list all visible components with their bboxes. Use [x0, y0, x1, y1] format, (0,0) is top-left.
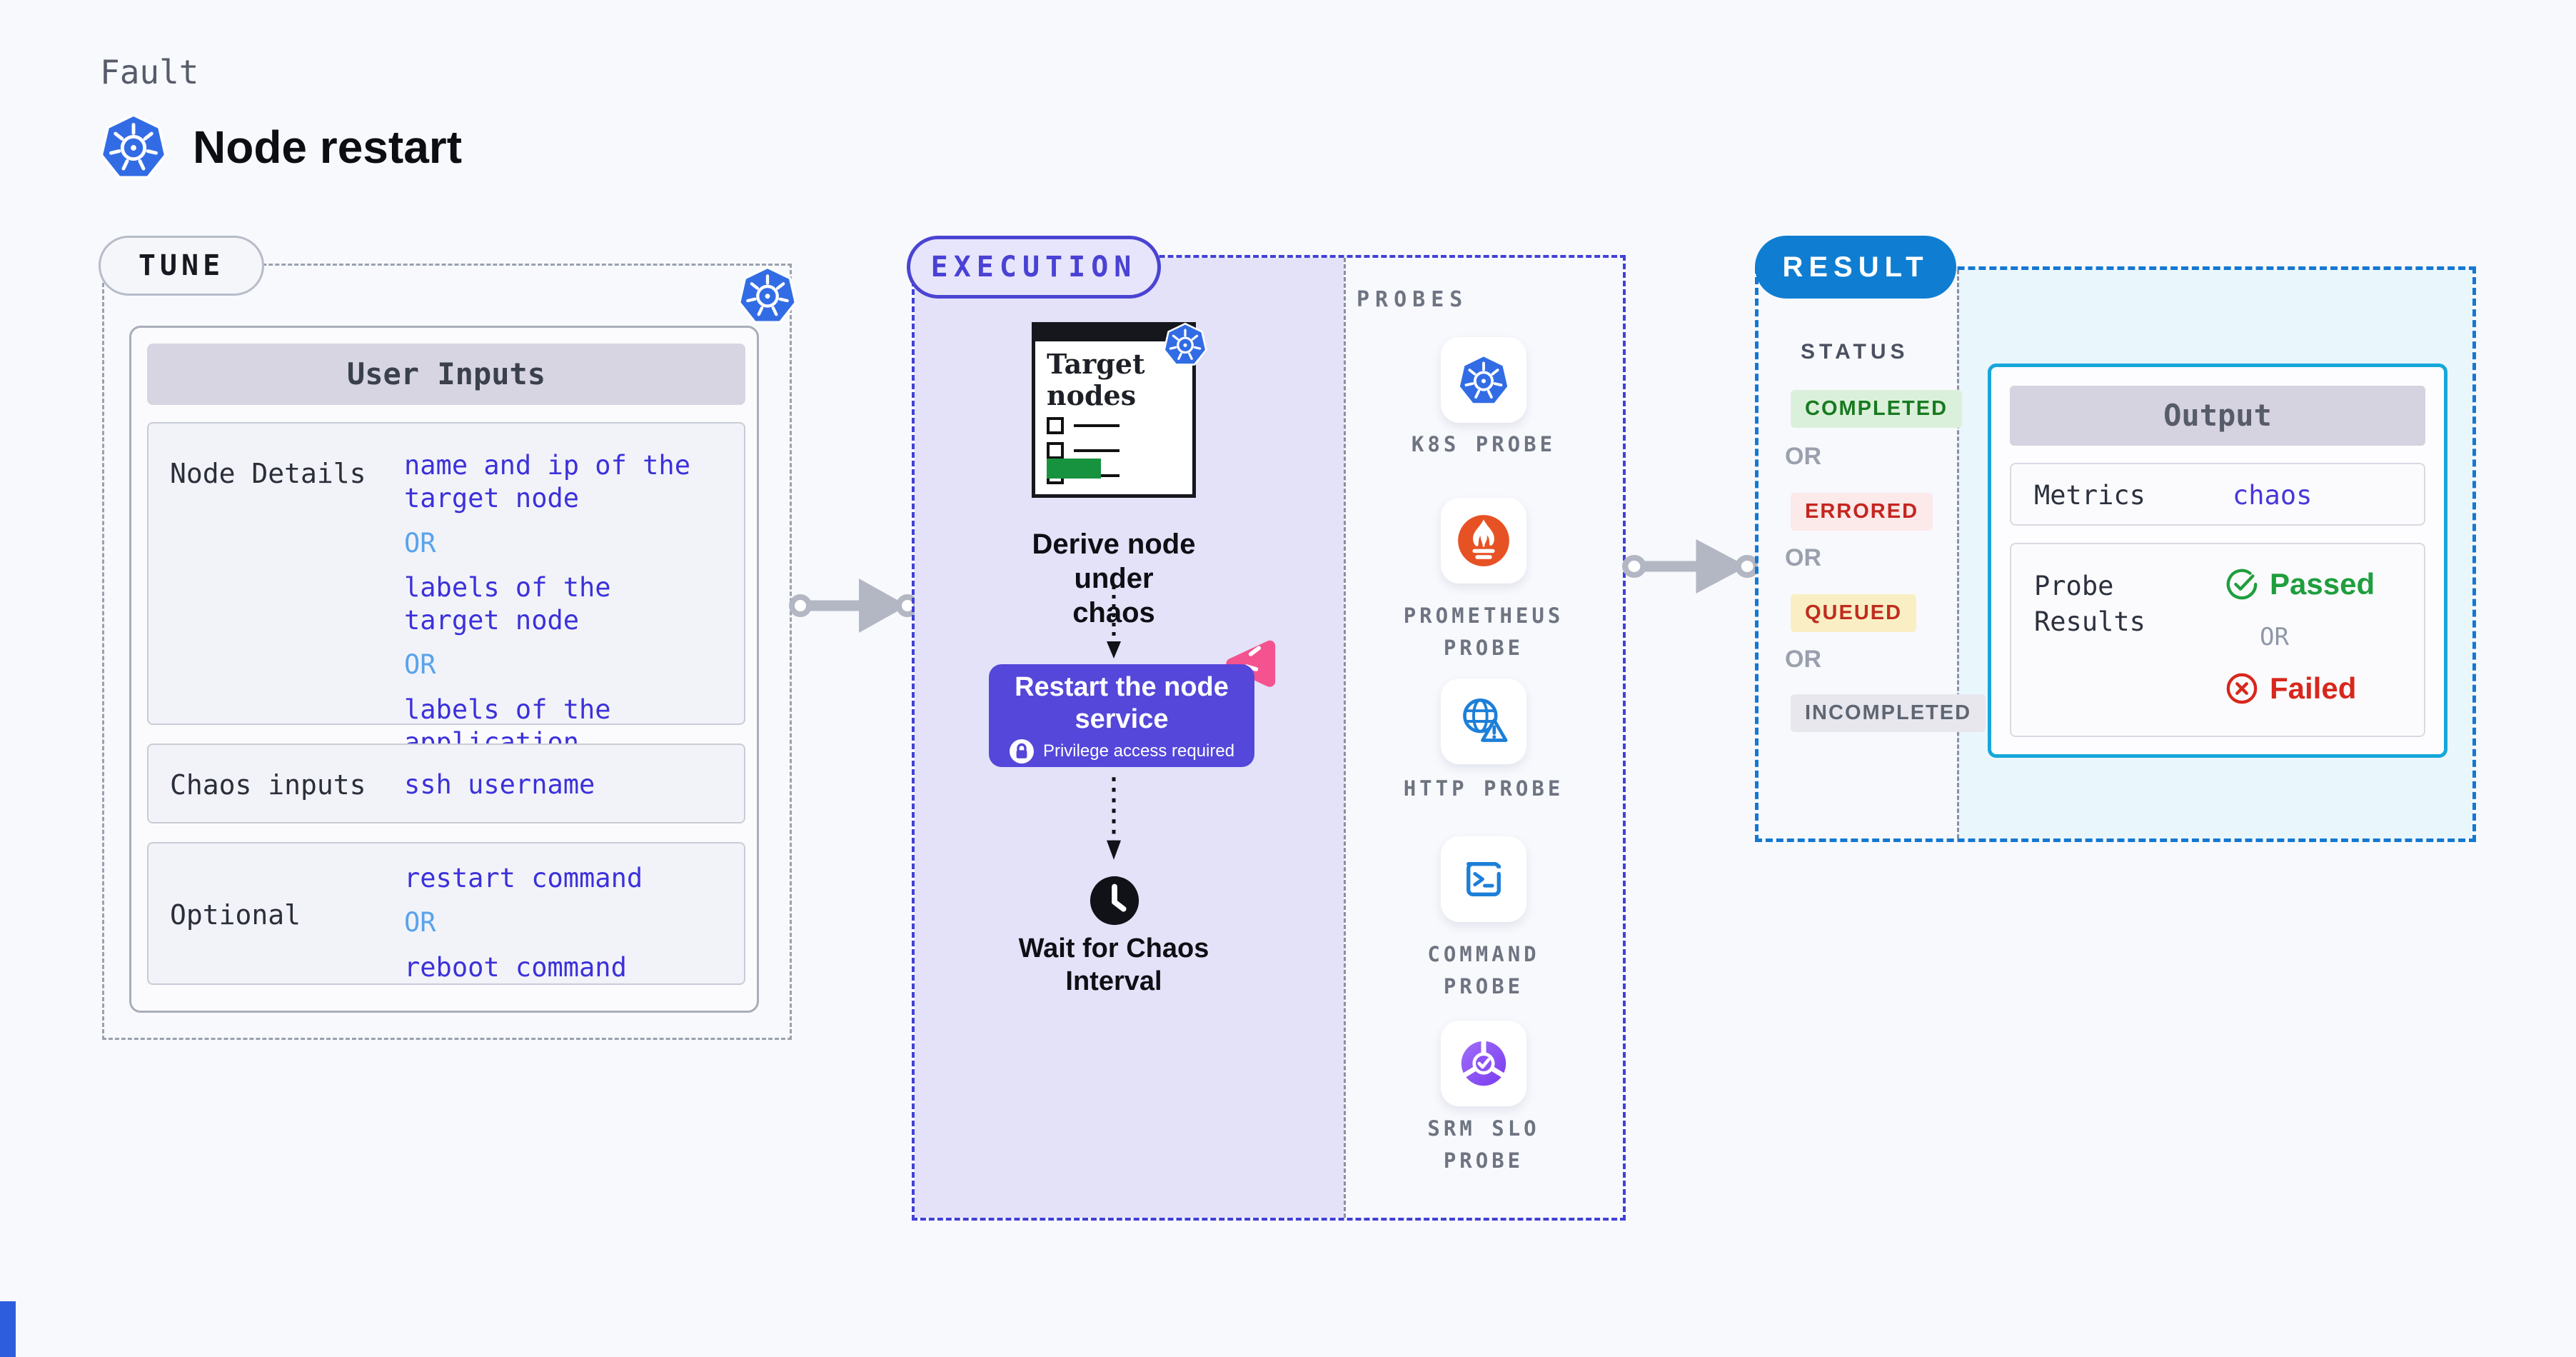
probe-results-label: Probe Results [2034, 571, 2145, 637]
restart-node-service-step: Restart the node service Privilege acces… [989, 664, 1254, 767]
output-card: Output Metrics chaos metrics Probe Resul… [1988, 364, 2447, 758]
result-badge: RESULT [1755, 236, 1956, 299]
optional-value: reboot command [404, 951, 627, 983]
optional-row: Optional restart command OR reboot comma… [147, 842, 745, 985]
terminal-icon [1466, 862, 1501, 896]
failed-label: Failed [2270, 671, 2357, 705]
optional-label: Optional [170, 899, 301, 931]
prometheus-icon [1458, 515, 1509, 566]
chaos-inputs-value: ssh username [404, 769, 595, 800]
node-details-value: name and ip of the target node [404, 450, 690, 514]
status-badge-errored: ERRORED [1791, 493, 1933, 531]
checkbox-icon [1047, 442, 1064, 459]
or-separator: OR [1785, 646, 1821, 673]
probes-panel [1344, 258, 1623, 1218]
probes-heading: PROBES [1357, 287, 1469, 312]
or-separator: OR [1785, 443, 1821, 470]
privilege-note-text: Privilege access required [1042, 741, 1235, 761]
fault-eyebrow: Fault [100, 53, 199, 91]
optional-value: restart command [404, 863, 643, 893]
metrics-row: Metrics chaos metrics [2010, 463, 2425, 574]
metrics-label: Metrics [2034, 480, 2145, 511]
srm-slo-probe-card [1441, 1021, 1526, 1106]
chaos-inputs-label: Chaos inputs [170, 769, 366, 801]
kubernetes-icon [737, 264, 798, 329]
wait-chaos-interval-step: Wait for Chaos Interval [1018, 933, 1209, 996]
tune-section [102, 264, 792, 1040]
probe-label: SRM SLO PROBE [1427, 1116, 1540, 1173]
failed-result: Failed [2225, 671, 2356, 706]
execution-badge: EXECUTION [907, 236, 1161, 299]
tune-badge: TUNE [99, 236, 264, 296]
or-separator: OR [2260, 623, 2289, 651]
srm-slo-icon [1461, 1040, 1506, 1086]
passed-result: Passed [2225, 567, 2375, 601]
user-inputs-title: User Inputs [147, 344, 745, 405]
lock-icon [1009, 738, 1034, 763]
clock-icon [1088, 874, 1141, 930]
or-separator: OR [404, 907, 436, 938]
target-nodes-title: Target nodes [1047, 348, 1145, 411]
probe-label: K8S PROBE [1411, 432, 1556, 456]
window-title-bar [1035, 326, 1192, 341]
restart-step-title: Restart the node service [1015, 672, 1229, 734]
http-globe-icon [1463, 698, 1508, 742]
command-probe-card [1441, 836, 1526, 922]
kubernetes-icon [1457, 354, 1510, 406]
list-line [1074, 424, 1120, 427]
node-details-row: Node Details name and ip of the target n… [147, 422, 745, 823]
flow-arrow-tune-to-execution [789, 571, 917, 643]
flow-arrow-down [1105, 584, 1122, 663]
probe-label: COMMAND PROBE [1427, 942, 1540, 998]
probe-label: HTTP PROBE [1403, 776, 1564, 801]
privilege-note: Privilege access required [1009, 738, 1234, 764]
or-separator: OR [404, 527, 436, 559]
passed-label: Passed [2270, 567, 2375, 601]
page-title: Node restart [193, 121, 462, 173]
output-title: Output [2010, 386, 2425, 446]
probe-label: PROMETHEUS PROBE [1403, 604, 1564, 660]
or-separator: OR [404, 649, 436, 681]
corner-accent [0, 1301, 16, 1357]
flow-arrow-down [1105, 776, 1122, 864]
probe-results-row: Probe Results Passed OR Failed [2010, 543, 2425, 737]
flow-arrow-execution-to-result [1622, 532, 1758, 604]
user-inputs-card: User Inputs Node Details name and ip of … [129, 326, 759, 1013]
kubernetes-icon [99, 111, 168, 184]
http-probe-card [1441, 678, 1526, 764]
node-details-value: labels of the target node [404, 571, 611, 636]
prometheus-probe-card [1441, 498, 1526, 584]
list-line [1074, 449, 1120, 452]
derive-node-step: Derive node under chaos [1032, 529, 1196, 629]
checkbox-icon [1047, 417, 1064, 434]
status-heading: STATUS [1801, 340, 1909, 364]
select-button [1047, 459, 1101, 479]
status-badge-completed: COMPLETED [1791, 390, 1963, 428]
status-badge-queued: QUEUED [1791, 594, 1917, 632]
k8s-probe-card [1441, 337, 1526, 423]
kubernetes-icon [1162, 321, 1208, 370]
node-details-label: Node Details [170, 458, 366, 489]
status-badge-incompleted: INCOMPLETED [1791, 694, 1986, 732]
check-circle-icon [2226, 569, 2258, 600]
or-separator: OR [1785, 544, 1821, 571]
x-circle-icon [2226, 673, 2258, 704]
chaos-inputs-row: Chaos inputs ssh username [147, 743, 745, 823]
